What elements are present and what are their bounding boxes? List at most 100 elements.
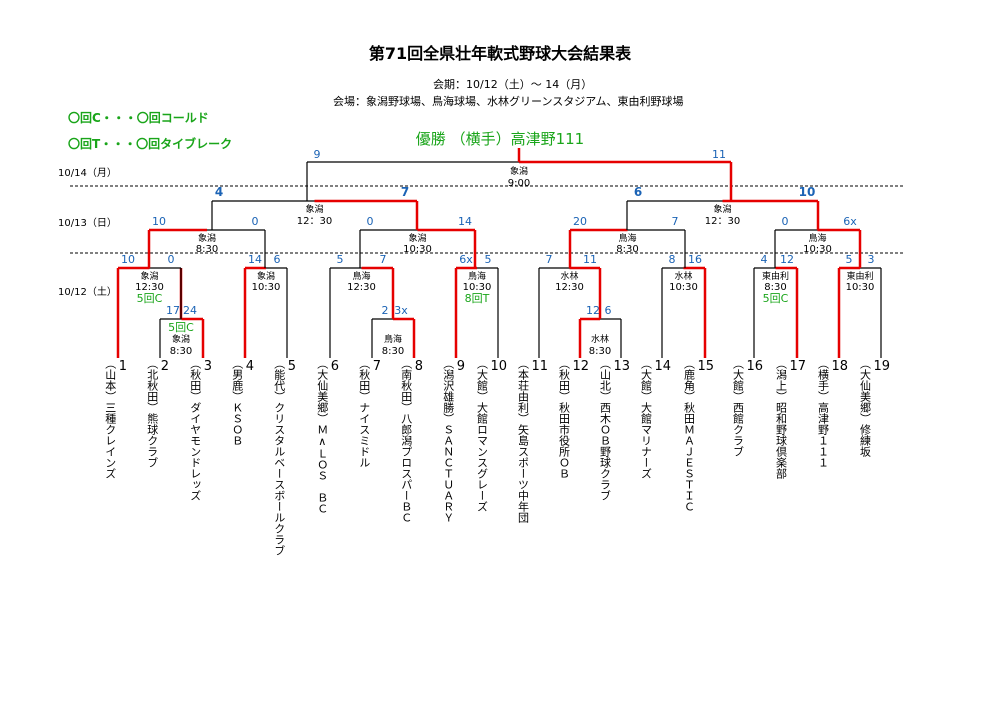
g5-score-left: 6x — [459, 253, 473, 266]
team-name: （大館）西館クラブ — [731, 358, 745, 457]
team-number: 8 — [414, 359, 423, 374]
team-number: 1 — [118, 359, 127, 374]
team-entry: 6（大仙美郷）Ｍ∧ＬＯＳ ＢＣ — [316, 358, 339, 514]
team-name: （大館）大館マリナーズ — [639, 358, 653, 479]
team-name: （大仙美郷）修練坂 — [858, 358, 872, 457]
team-entry: 17（潟上）昭和野球倶楽部 — [774, 358, 806, 479]
prelim-venue: 象潟 — [172, 333, 190, 345]
g3-venue: 鳥海 — [352, 270, 370, 282]
q1-score-left: 10 — [152, 215, 166, 228]
team-number: 10 — [490, 359, 507, 374]
team-entry: 3（秋田）ダイヤモンドレッズ — [189, 358, 212, 501]
g3-score-left: 5 — [337, 253, 344, 266]
team-number: 13 — [613, 359, 630, 374]
prelim-time: 8:30 — [170, 346, 192, 357]
date-label-day2: 10/13（日） — [58, 218, 117, 229]
final-score-left: 9 — [314, 148, 321, 161]
g5-note: 8回T — [465, 292, 490, 305]
team-name: （南秋田）八郎潟プロスパーＢＣ — [399, 358, 413, 523]
g7-time: 8:30 — [589, 346, 611, 357]
team-name: （秋田）ナイスミドル — [357, 358, 371, 468]
q4-time: 10:30 — [803, 244, 832, 255]
team-number: 17 — [789, 359, 806, 374]
g10-score-left: 5 — [846, 253, 853, 266]
g4-venue: 鳥海 — [384, 333, 402, 345]
team-name: （潟沢雄勝）ＳＡＮＣＴＵＡＲＹ — [441, 358, 455, 523]
team-number: 4 — [245, 359, 254, 374]
g1-venue: 象潟 — [140, 270, 158, 282]
champion-banner: 優勝 （横手）高津野111 — [415, 130, 585, 148]
legend-called-game: 〇回C・・・〇回コールド — [68, 111, 209, 125]
q2-time: 10:30 — [403, 244, 432, 255]
team-number: 2 — [160, 359, 169, 374]
team-entry: 2（北秋田）熊球クラブ — [146, 358, 169, 468]
g2-time: 10:30 — [252, 282, 281, 293]
g9-note: 5回C — [763, 292, 789, 305]
team-number: 9 — [456, 359, 465, 374]
g2-venue: 象潟 — [257, 270, 275, 282]
team-number: 5 — [287, 359, 296, 374]
g6-venue: 水林 — [560, 270, 578, 282]
g5-time: 10:30 — [463, 282, 492, 293]
g7-score-left: 12 — [586, 304, 600, 317]
g3-score-right: 7 — [380, 253, 387, 266]
q4-score-left: 0 — [782, 215, 789, 228]
g6-score-right: 11 — [583, 253, 597, 266]
team-name: （能代）クリスタルベースボールクラブ — [272, 358, 286, 556]
team-name: （秋田）秋田市役所ＯＢ — [557, 358, 571, 479]
g10-score-right: 3 — [868, 253, 875, 266]
g8-venue: 水林 — [674, 270, 692, 282]
team-entry: 19（大仙美郷）修練坂 — [858, 358, 890, 457]
g4-time: 8:30 — [382, 346, 404, 357]
q3-time: 8:30 — [616, 244, 638, 255]
g1-note: 5回C — [137, 292, 163, 305]
team-entry: 8（南秋田）八郎潟プロスパーＢＣ — [400, 358, 423, 523]
semi-score-1: 4 — [215, 185, 223, 199]
team-name: （潟上）昭和野球倶楽部 — [774, 358, 788, 479]
team-entry: 4（男鹿）ＫＳＯＢ — [231, 358, 254, 446]
g8-time: 10:30 — [669, 282, 698, 293]
prelim-score-right: 24 — [183, 304, 197, 317]
team-entry: 10（大館）大館ロマンスグレーズ — [475, 358, 507, 512]
g1-score-left: 10 — [121, 253, 135, 266]
semi-score-4: 10 — [799, 185, 816, 199]
tournament-period: 会期：10/12（土）～ 14（月） — [433, 78, 593, 91]
q2-venue: 象潟 — [408, 232, 426, 244]
q1-venue: 象潟 — [198, 232, 216, 244]
team-entry: 18（横手）高津野１１１ — [816, 358, 848, 468]
g9-venue: 東由利 — [762, 270, 789, 282]
g9-time: 8:30 — [764, 282, 786, 293]
g10-venue: 東由利 — [846, 270, 873, 282]
semi-score-3: 6 — [634, 185, 642, 199]
q1-time: 8:30 — [196, 244, 218, 255]
team-entry: 14（大館）大館マリナーズ — [639, 358, 671, 479]
team-number: 19 — [873, 359, 890, 374]
team-name: （鹿角）秋田ＭＡＪＥＳＴＩＣ — [682, 358, 696, 512]
team-number: 3 — [203, 359, 212, 374]
s2-time: 12：30 — [705, 216, 740, 227]
g6-time: 12:30 — [555, 282, 584, 293]
team-name: （横手）高津野１１１ — [816, 358, 830, 468]
q1-score-right: 0 — [252, 215, 259, 228]
prelim-score-left: 17 — [166, 304, 180, 317]
g1-score-right: 0 — [168, 253, 175, 266]
team-entry: 13（山北）西木ＯＢ野球クラブ — [598, 358, 630, 501]
g7-venue: 水林 — [591, 333, 609, 345]
date-label-day3: 10/14（月） — [58, 168, 117, 179]
prelim-note: 5回C — [168, 321, 194, 334]
g2-score-right: 6 — [274, 253, 281, 266]
team-number: 7 — [372, 359, 381, 374]
g4-score-right: 3x — [394, 304, 408, 317]
team-name: （大館）大館ロマンスグレーズ — [475, 358, 489, 512]
team-name: （男鹿）ＫＳＯＢ — [230, 358, 244, 446]
legend-tiebreak: 〇回T・・・〇回タイブレーク — [68, 137, 233, 151]
team-name: （北秋田）熊球クラブ — [145, 358, 159, 468]
team-entry: 12（秋田）秋田市役所ＯＢ — [557, 358, 589, 479]
date-label-day1: 10/12（土） — [58, 287, 117, 298]
g5-score-right: 5 — [485, 253, 492, 266]
final-time: 9:00 — [508, 178, 530, 189]
team-number: 6 — [330, 359, 339, 374]
team-entry: 5（能代）クリスタルベースボールクラブ — [273, 358, 296, 556]
team-entry: 9（潟沢雄勝）ＳＡＮＣＴＵＡＲＹ — [442, 358, 465, 523]
